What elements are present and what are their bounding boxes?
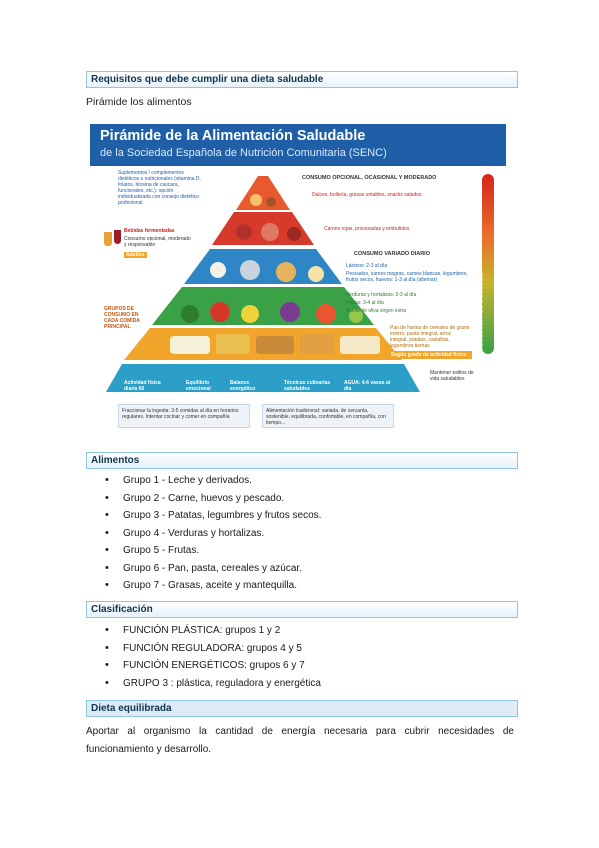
pan-text: Pan de harina de cereales de grano enter… <box>390 325 470 349</box>
dieta-paragraph: Aportar al organismo la cantidad de ener… <box>86 726 514 755</box>
carnes-text: Carnes rojas, procesadas y embutidos <box>324 226 410 232</box>
opcional-text: Dulces, bollería, grasas untables, snack… <box>312 192 422 198</box>
alimentos-list: Grupo 1 - Leche y derivados. Grupo 2 - C… <box>105 472 321 595</box>
clasificacion-list: FUNCIÓN PLÁSTICA: grupos 1 y 2 FUNCIÓN R… <box>105 622 321 692</box>
food-mark <box>210 262 226 278</box>
base-item: Actividad física diaria 60 minutos <box>124 380 161 398</box>
wine-glass-icon <box>114 230 121 244</box>
bebidas-text: Consumo opcional, moderado y responsable <box>124 236 191 248</box>
fraccionar-text: Fraccionar la ingesta: 3-5 comidas al dí… <box>122 408 239 420</box>
mantener-text: Mantener estilos de vida saludables <box>430 370 474 382</box>
food-mark <box>216 334 250 354</box>
list-item: FUNCIÓN ENERGÉTICOS: grupos 6 y 7 <box>105 657 321 675</box>
food-mark <box>280 302 300 322</box>
food-mark <box>266 197 276 207</box>
food-mark <box>170 336 210 354</box>
verduras-text: Verduras y hortalizas: 2-3 al día <box>346 292 417 298</box>
list-item: Grupo 1 - Leche y derivados. <box>105 472 321 490</box>
base-item: Balance energético <box>230 380 256 392</box>
pyramid-header: Pirámide de la Alimentación Saludable de… <box>90 124 506 166</box>
opcional-header: CONSUMO OPCIONAL, OCASIONAL Y MODERADO <box>302 175 437 181</box>
base-item: AGUA: 4-6 vasos al día <box>344 380 391 392</box>
food-mark <box>256 336 294 354</box>
aceite-text: Aceite de oliva virgen extra <box>346 308 407 314</box>
section-heading-text: Clasificación <box>91 604 153 615</box>
wine-glass-icon <box>104 232 112 246</box>
pyramid-layers <box>106 176 420 392</box>
list-item: Grupo 3 - Patatas, legumbres y frutos se… <box>105 507 321 525</box>
layer-base <box>106 364 420 392</box>
pescados-text: Pescados, carnes magras, carnes blancas,… <box>346 271 468 283</box>
food-mark <box>340 336 380 354</box>
section-heading-dieta: Dieta equilibrada <box>86 700 518 717</box>
food-mark <box>236 224 252 240</box>
list-item: Grupo 5 - Frutas. <box>105 542 321 560</box>
food-mark <box>300 334 334 354</box>
list-item: Grupo 2 - Carne, huevos y pescado. <box>105 490 321 508</box>
bebidas-adultos: Adultos <box>124 252 147 258</box>
food-mark <box>241 305 259 323</box>
food-mark <box>308 266 324 282</box>
layer-top <box>236 176 290 210</box>
food-mark <box>349 309 363 323</box>
tradicional-text: Alimentación tradicional: variada, de ce… <box>266 408 386 426</box>
food-mark <box>287 227 301 241</box>
actividad-text: Según grado de actividad física <box>390 351 472 359</box>
suplementos-text: Suplementos / complementos dietéticos o … <box>118 170 201 206</box>
food-mark <box>240 260 260 280</box>
section-heading-requisitos: Requisitos que debe cumplir una dieta sa… <box>86 71 518 88</box>
list-item: Grupo 6 - Pan, pasta, cereales y azúcar. <box>105 560 321 578</box>
section-heading-alimentos: Alimentos <box>86 452 518 469</box>
bebidas-title: Bebidas fermentadas <box>124 228 175 234</box>
frutas-text: Frutas: 3-4 al día <box>346 300 384 306</box>
fraccionar-box: Fraccionar la ingesta: 3-5 comidas al dí… <box>118 404 250 428</box>
list-item: FUNCIÓN REGULADORA: grupos 4 y 5 <box>105 640 321 658</box>
list-item: Grupo 7 - Grasas, aceite y mantequilla. <box>105 577 321 595</box>
variado-header: CONSUMO VARIADO DIARIO <box>354 251 430 257</box>
pyramid-title: Pirámide de la Alimentación Saludable <box>100 128 366 144</box>
food-mark <box>316 304 336 324</box>
list-item: GRUPO 3 : plástica, reguladora y energét… <box>105 675 321 693</box>
base-item: Técnicas culinarias saludables <box>284 380 331 392</box>
food-pyramid-image: Pirámide de la Alimentación Saludable de… <box>90 124 506 434</box>
food-mark <box>210 302 230 322</box>
grupos-text: GRUPOS DE CONSUMO EN CADA COMIDA PRINCIP… <box>104 306 140 330</box>
pyramid-subtitle: de la Sociedad Española de Nutrición Com… <box>100 147 387 159</box>
base-item: Equilibrio emocional <box>186 380 211 392</box>
section-heading-text: Requisitos que debe cumplir una dieta sa… <box>91 74 324 85</box>
tradicional-box: Alimentación tradicional: variada, de ce… <box>262 404 394 428</box>
section-heading-text: Alimentos <box>91 455 140 466</box>
list-item: Grupo 4 - Verduras y hortalizas. <box>105 525 321 543</box>
food-mark <box>276 262 296 282</box>
section-heading-text: Dieta equilibrada <box>91 703 172 714</box>
section-heading-clasificacion: Clasificación <box>86 601 518 618</box>
pyramid-caption: Pirámide los alimentos <box>86 96 192 108</box>
food-mark <box>250 194 262 206</box>
lacteos-text: Lácteos: 2-3 al día <box>346 263 388 269</box>
food-mark <box>261 223 279 241</box>
frequency-bar <box>482 174 494 354</box>
food-mark <box>181 305 199 323</box>
list-item: FUNCIÓN PLÁSTICA: grupos 1 y 2 <box>105 622 321 640</box>
